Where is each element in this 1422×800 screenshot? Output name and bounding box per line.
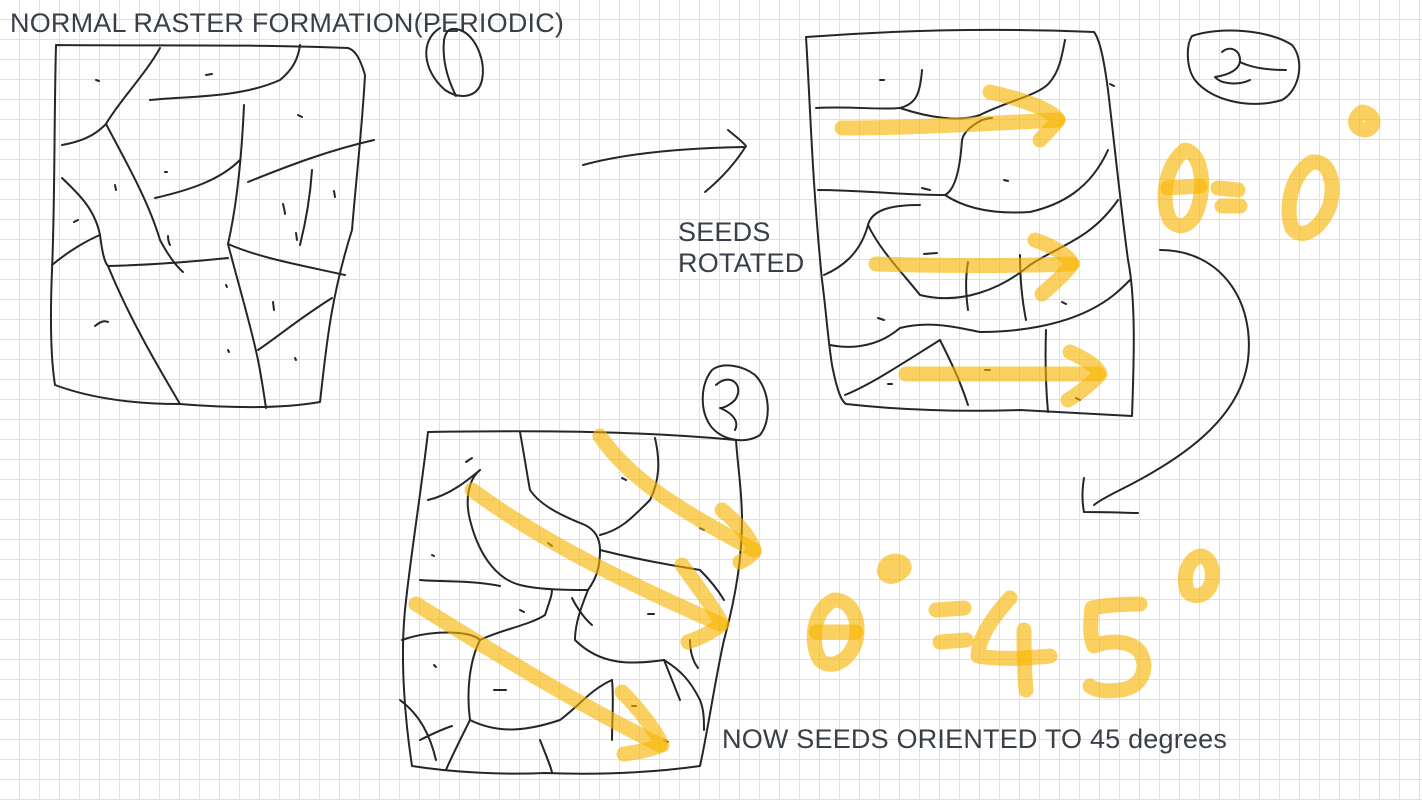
panel-seeds-oriented: [399, 430, 743, 775]
panel-3-seed-arrows: [408, 428, 762, 762]
panel-2-marker: [1186, 29, 1301, 105]
rotation-arrow: [582, 129, 747, 193]
panel-seeds-rotated: [805, 28, 1135, 417]
label-seeds-rotated: SEEDS ROTATED: [678, 217, 805, 278]
curved-transition-arrow: [1081, 249, 1250, 514]
panel-normal-raster: [50, 44, 375, 409]
label-seeds-oriented: NOW SEEDS ORIENTED TO 45 degrees: [722, 724, 1228, 754]
theta-45-annotation: [806, 548, 1220, 699]
panel-1-outline: [50, 44, 366, 409]
panel-3-marker: [701, 364, 769, 442]
theta-zero-annotation: [1157, 104, 1381, 241]
panel-3-outline: [401, 430, 743, 775]
panel-2-outline: [805, 28, 1135, 417]
label-normal-raster: NORMAL RASTER FORMATION(PERIODIC): [10, 8, 565, 38]
panel-1-marker: [425, 27, 484, 97]
panel-2-seed-arrows: [834, 84, 1108, 408]
